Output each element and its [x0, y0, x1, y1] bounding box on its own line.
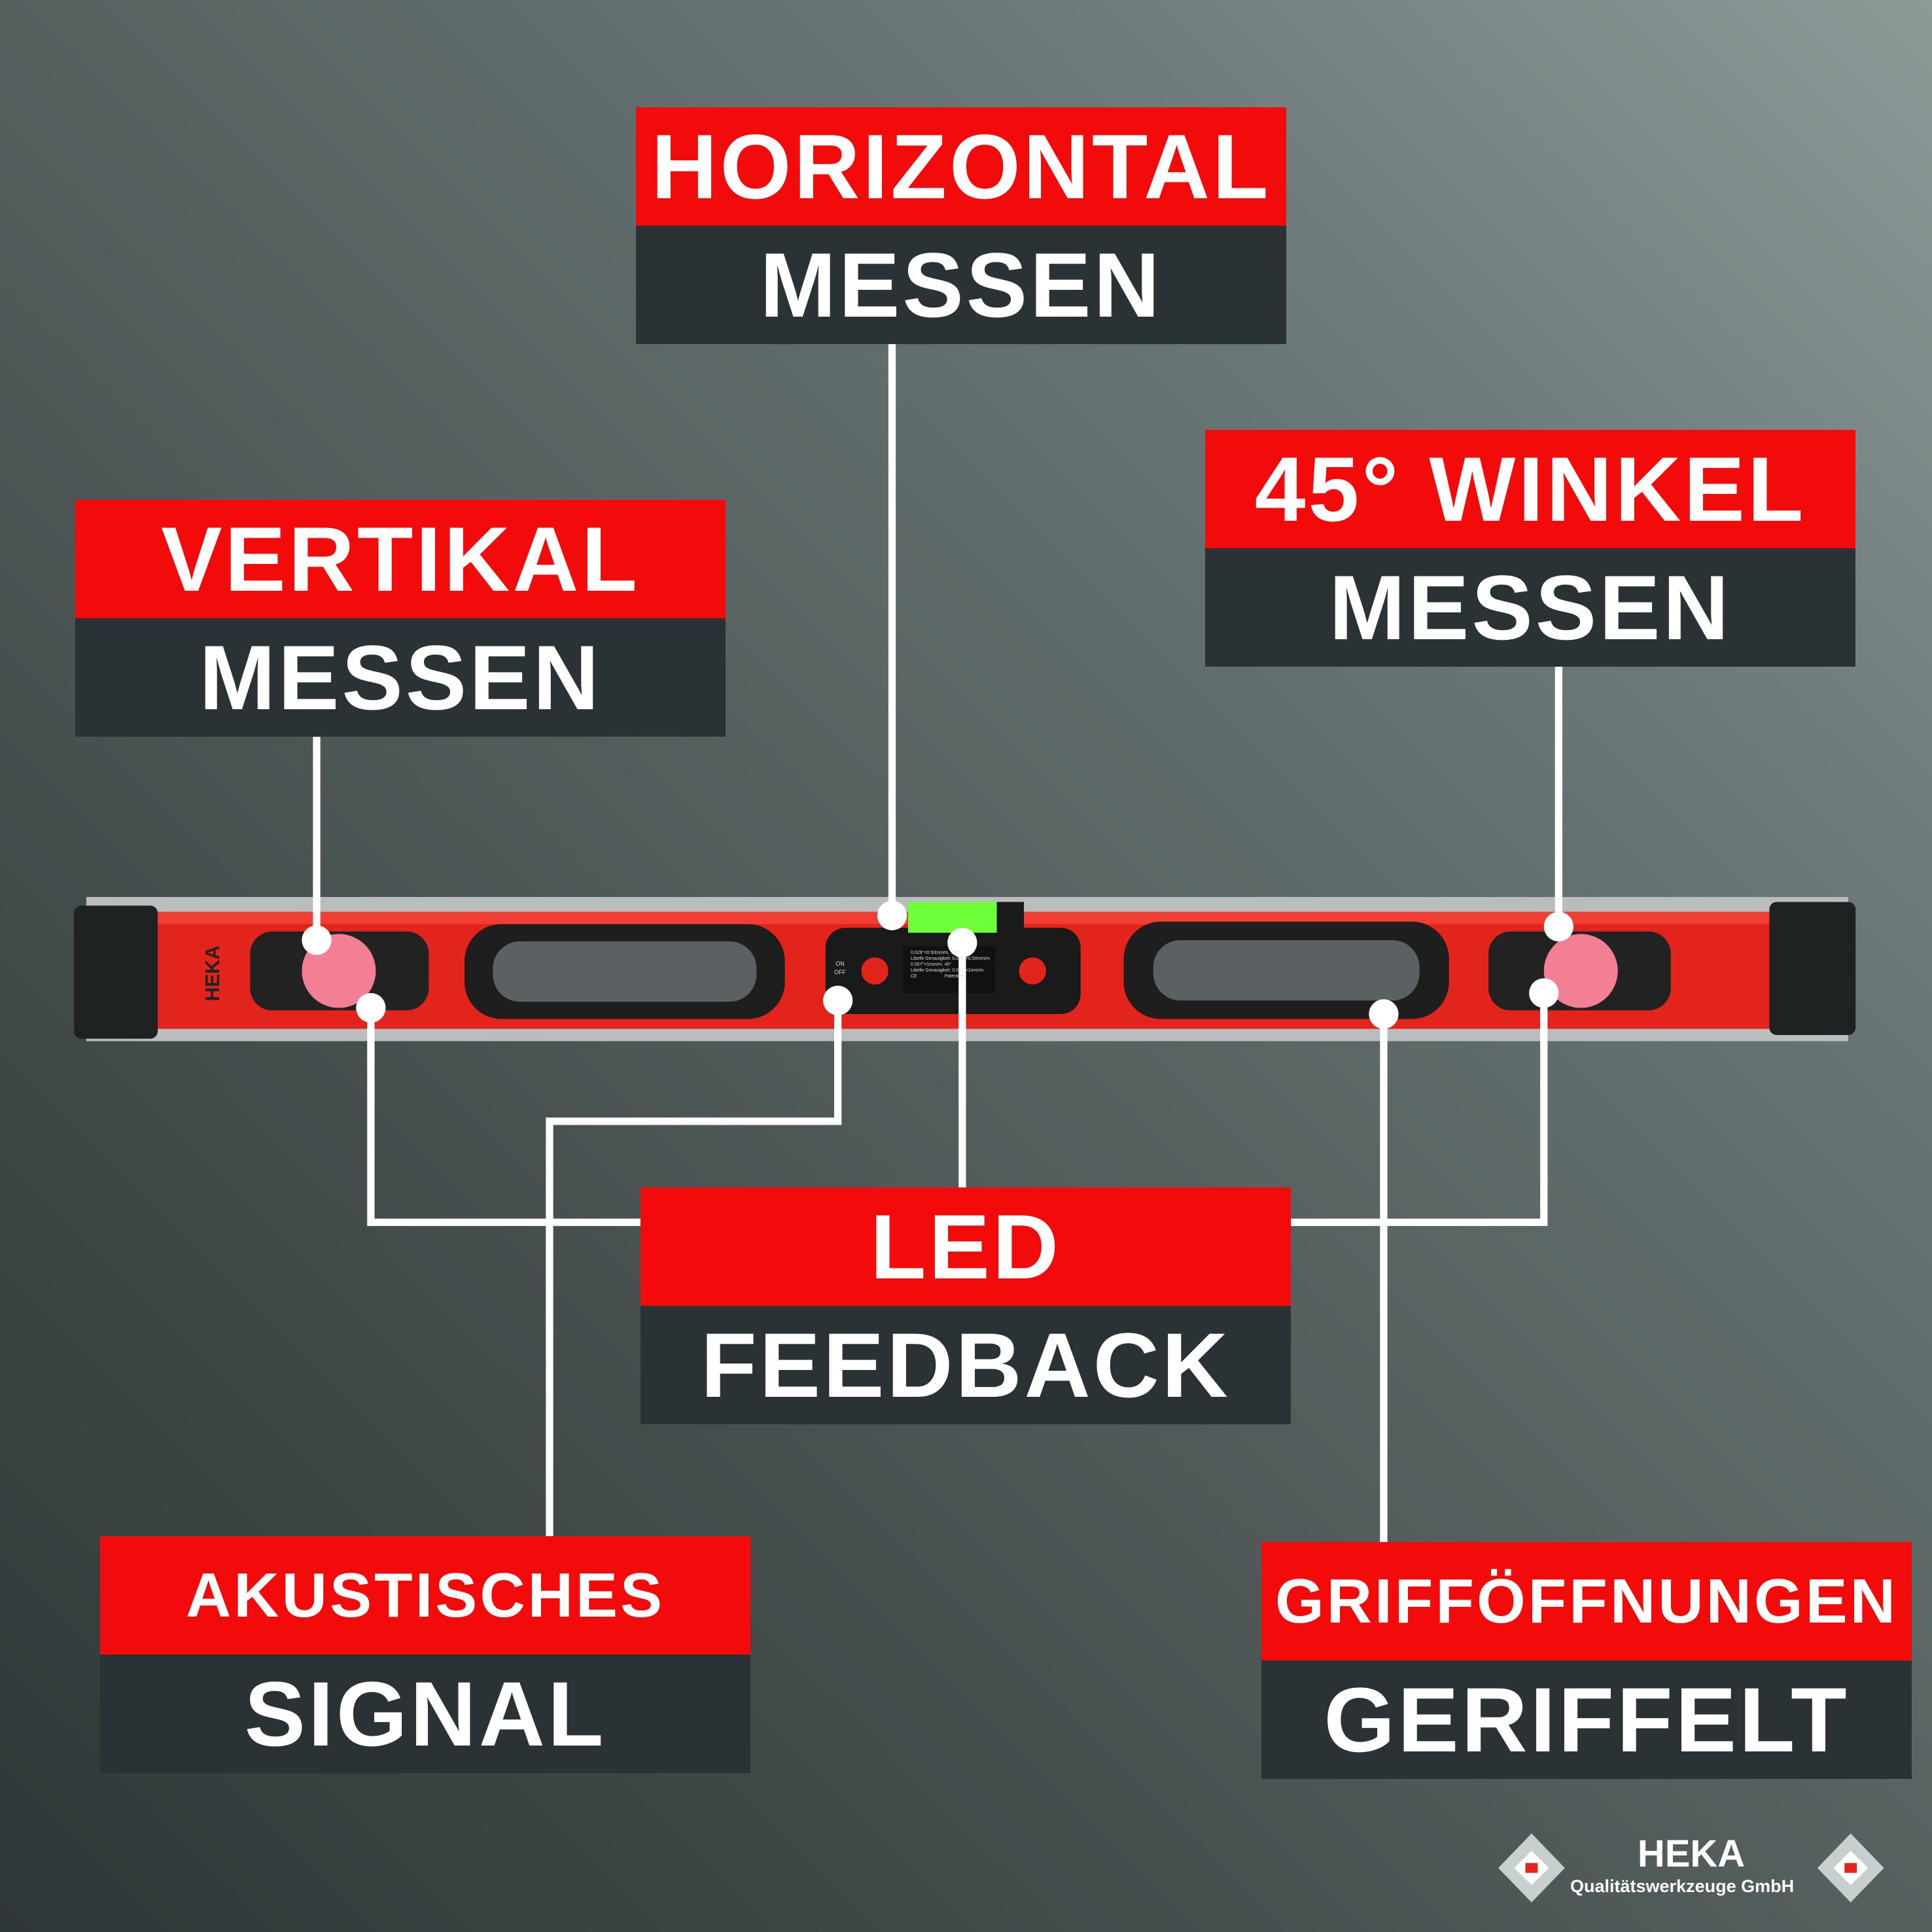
end-cap-left	[73, 905, 158, 1039]
connector-lines	[313, 343, 1563, 1543]
svg-text:HEKA: HEKA	[202, 945, 224, 1001]
horizontal-bubble-vial	[907, 902, 997, 933]
callout-acoustic: AKUSTISCHES SIGNAL	[100, 1536, 750, 1773]
callout-angle: 45° WINKEL MESSEN	[1205, 430, 1855, 667]
end-cap-right	[1769, 902, 1856, 1035]
angle-vial	[1543, 934, 1618, 1008]
spec-plate: 0.029°=0.50mm/m, 180° Libelle Genauigkei…	[911, 951, 990, 979]
callout-led: LED FEEDBACK	[641, 1187, 1291, 1424]
callout-vertical: VERTIKAL MESSEN	[75, 500, 726, 737]
heka-logo: HEKA Qualitätswerkzeuge GmbH	[1570, 1833, 1795, 1896]
connector-dots	[302, 900, 1573, 1029]
on-off-switch-label[interactable]: ON OFF	[834, 960, 846, 975]
callout-grips: GRIFFÖFFNUNGEN GERIFFELT	[1261, 1542, 1912, 1779]
led-left	[861, 957, 888, 985]
callout-horizontal: HORIZONTAL MESSEN	[636, 107, 1286, 344]
led-right	[1019, 957, 1046, 985]
